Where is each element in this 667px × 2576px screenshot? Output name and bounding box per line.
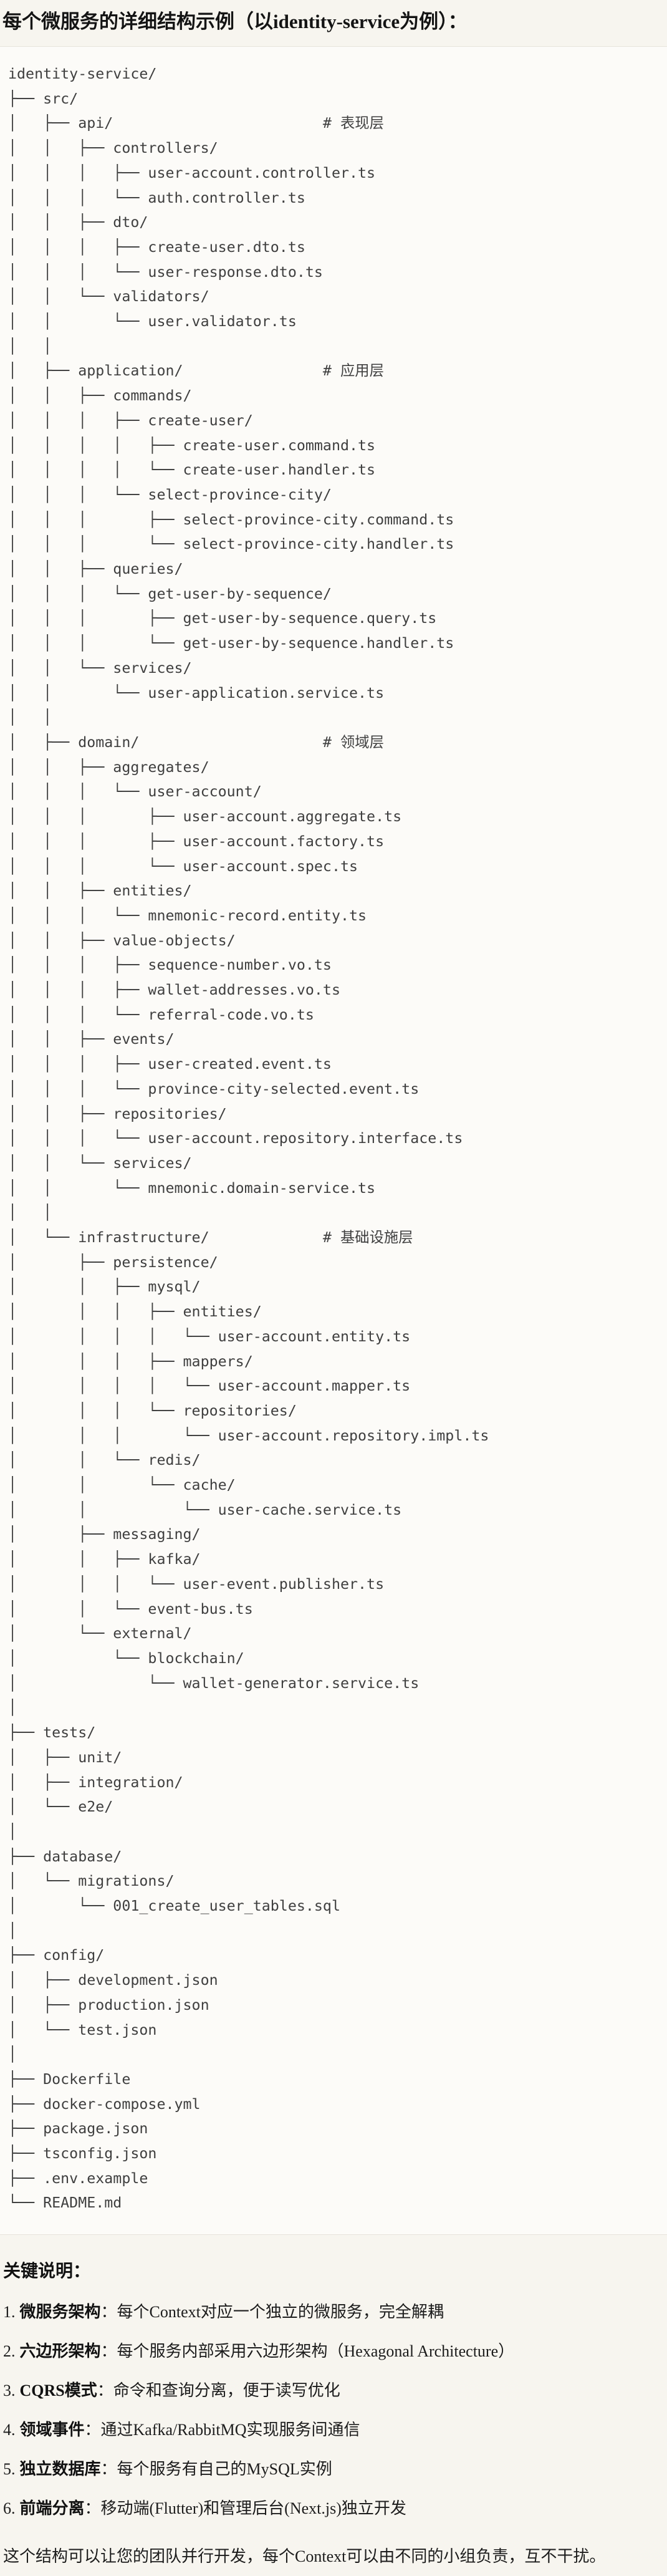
note-number: 4. <box>3 2421 16 2439</box>
note-item: 6.前端分离：移动端(Flutter)和管理后台(Next.js)独立开发 <box>3 2496 661 2521</box>
note-label: 前端分离 <box>19 2499 85 2518</box>
note-label: 六边形架构 <box>19 2342 101 2361</box>
note-item: 5.独立数据库：每个服务有自己的MySQL实例 <box>3 2457 661 2482</box>
note-text: ：每个服务有自己的MySQL实例 <box>100 2460 332 2479</box>
directory-tree-block: identity-service/ ├── src/ │ ├── api/ # … <box>0 46 667 2236</box>
page-title: 每个微服务的详细结构示例（以identity-service为例）： <box>2 11 468 32</box>
note-number: 6. <box>3 2499 16 2518</box>
note-label: 领域事件 <box>19 2421 85 2439</box>
note-text: ：每个服务内部采用六边形架构（Hexagonal Architecture） <box>100 2342 515 2361</box>
note-text: ：每个Context对应一个独立的微服务，完全解耦 <box>100 2303 444 2322</box>
notes-heading: 关键说明： <box>3 2261 91 2281</box>
note-number: 1. <box>3 2303 16 2322</box>
note-text: ：命令和查询分离，便于读写优化 <box>97 2381 340 2400</box>
note-text: ：通过Kafka/RabbitMQ实现服务间通信 <box>84 2421 360 2439</box>
notes-footer: 这个结构可以让您的团队并行开发，每个Context可以由不同的小组负责，互不干扰… <box>3 2547 606 2566</box>
note-item: 4.领域事件：通过Kafka/RabbitMQ实现服务间通信 <box>3 2418 661 2443</box>
page: { "page": { "title": "每个微服务的详细结构示例（以iden… <box>0 9 667 2576</box>
note-label: 独立数据库 <box>19 2460 101 2479</box>
note-item: 3.CQRS模式：命令和查询分离，便于读写优化 <box>3 2378 661 2403</box>
note-label: 微服务架构 <box>19 2303 101 2322</box>
directory-tree: identity-service/ ├── src/ │ ├── api/ # … <box>8 65 489 2212</box>
note-item: 2.六边形架构：每个服务内部采用六边形架构（Hexagonal Architec… <box>3 2339 661 2364</box>
note-label: CQRS模式 <box>19 2381 97 2400</box>
note-number: 3. <box>3 2381 16 2400</box>
key-notes-section: 关键说明： 1.微服务架构：每个Context对应一个独立的微服务，完全解耦 2… <box>0 2260 667 2569</box>
note-item: 1.微服务架构：每个Context对应一个独立的微服务，完全解耦 <box>3 2300 661 2325</box>
note-number: 5. <box>3 2460 16 2479</box>
note-number: 2. <box>3 2342 16 2361</box>
note-text: ：移动端(Flutter)和管理后台(Next.js)独立开发 <box>84 2499 406 2518</box>
notes-list: 1.微服务架构：每个Context对应一个独立的微服务，完全解耦 2.六边形架构… <box>3 2300 661 2521</box>
